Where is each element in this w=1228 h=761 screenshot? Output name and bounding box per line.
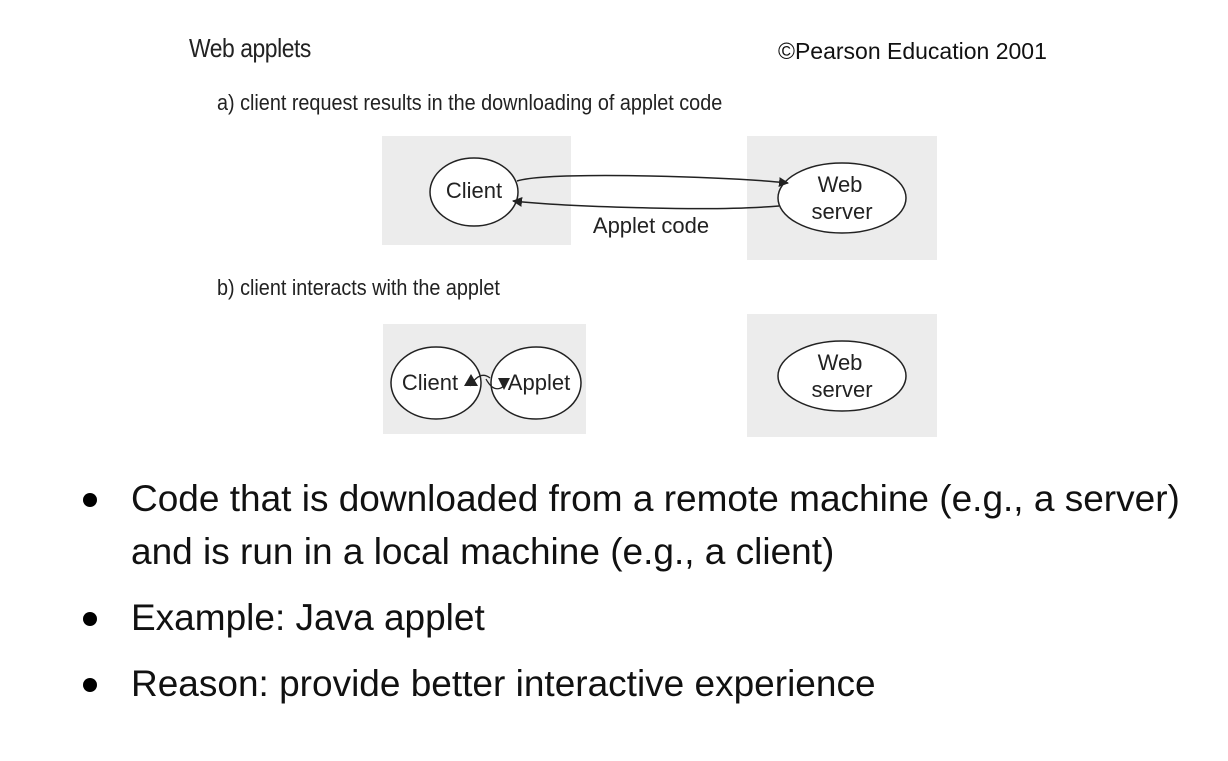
figure-title: Web applets bbox=[189, 33, 311, 63]
bullet-dot-icon bbox=[83, 612, 97, 626]
part-a-caption: a) client request results in the downloa… bbox=[217, 90, 723, 115]
bullet-item: Reason: provide better interactive exper… bbox=[78, 657, 1198, 710]
bullet-dot-icon bbox=[83, 678, 97, 692]
part-a-server-label-line2: server bbox=[811, 199, 872, 224]
part-a-server-node bbox=[777, 162, 907, 234]
interaction-arrow-up-icon bbox=[464, 374, 478, 386]
bullet-text: Code that is downloaded from a remote ma… bbox=[131, 478, 1180, 572]
part-a-server-label-line1: Web bbox=[818, 172, 863, 197]
bullet-text: Example: Java applet bbox=[131, 597, 485, 638]
applet-code-arrow bbox=[512, 196, 780, 210]
bullet-item: Code that is downloaded from a remote ma… bbox=[78, 472, 1198, 578]
part-b-client-node bbox=[390, 346, 482, 420]
part-b-applet-label: Applet bbox=[508, 370, 570, 395]
part-b-server-label-line2: server bbox=[811, 377, 872, 402]
interaction-arrow-down-icon bbox=[498, 378, 510, 390]
part-b-server-node bbox=[777, 340, 907, 412]
applet-code-label: Applet code bbox=[593, 213, 709, 238]
bullet-item: Example: Java applet bbox=[78, 591, 1198, 644]
part-b-client-label: Client bbox=[402, 370, 458, 395]
bullet-text: Reason: provide better interactive exper… bbox=[131, 663, 876, 704]
request-arrow bbox=[516, 174, 789, 188]
applet-diagram: Client Web server Applet code Client App… bbox=[382, 136, 937, 437]
part-b-applet-node bbox=[490, 346, 582, 420]
interaction-loop-lower bbox=[485, 378, 505, 390]
part-a-client-label: Client bbox=[446, 178, 502, 203]
bullet-dot-icon bbox=[83, 493, 97, 507]
part-b-server-label-line1: Web bbox=[818, 350, 863, 375]
bullet-list: Code that is downloaded from a remote ma… bbox=[78, 472, 1198, 723]
part-b-caption: b) client interacts with the applet bbox=[217, 275, 500, 300]
copyright-notice: ©Pearson Education 2001 bbox=[778, 38, 1047, 64]
part-a-client-node bbox=[429, 157, 519, 227]
